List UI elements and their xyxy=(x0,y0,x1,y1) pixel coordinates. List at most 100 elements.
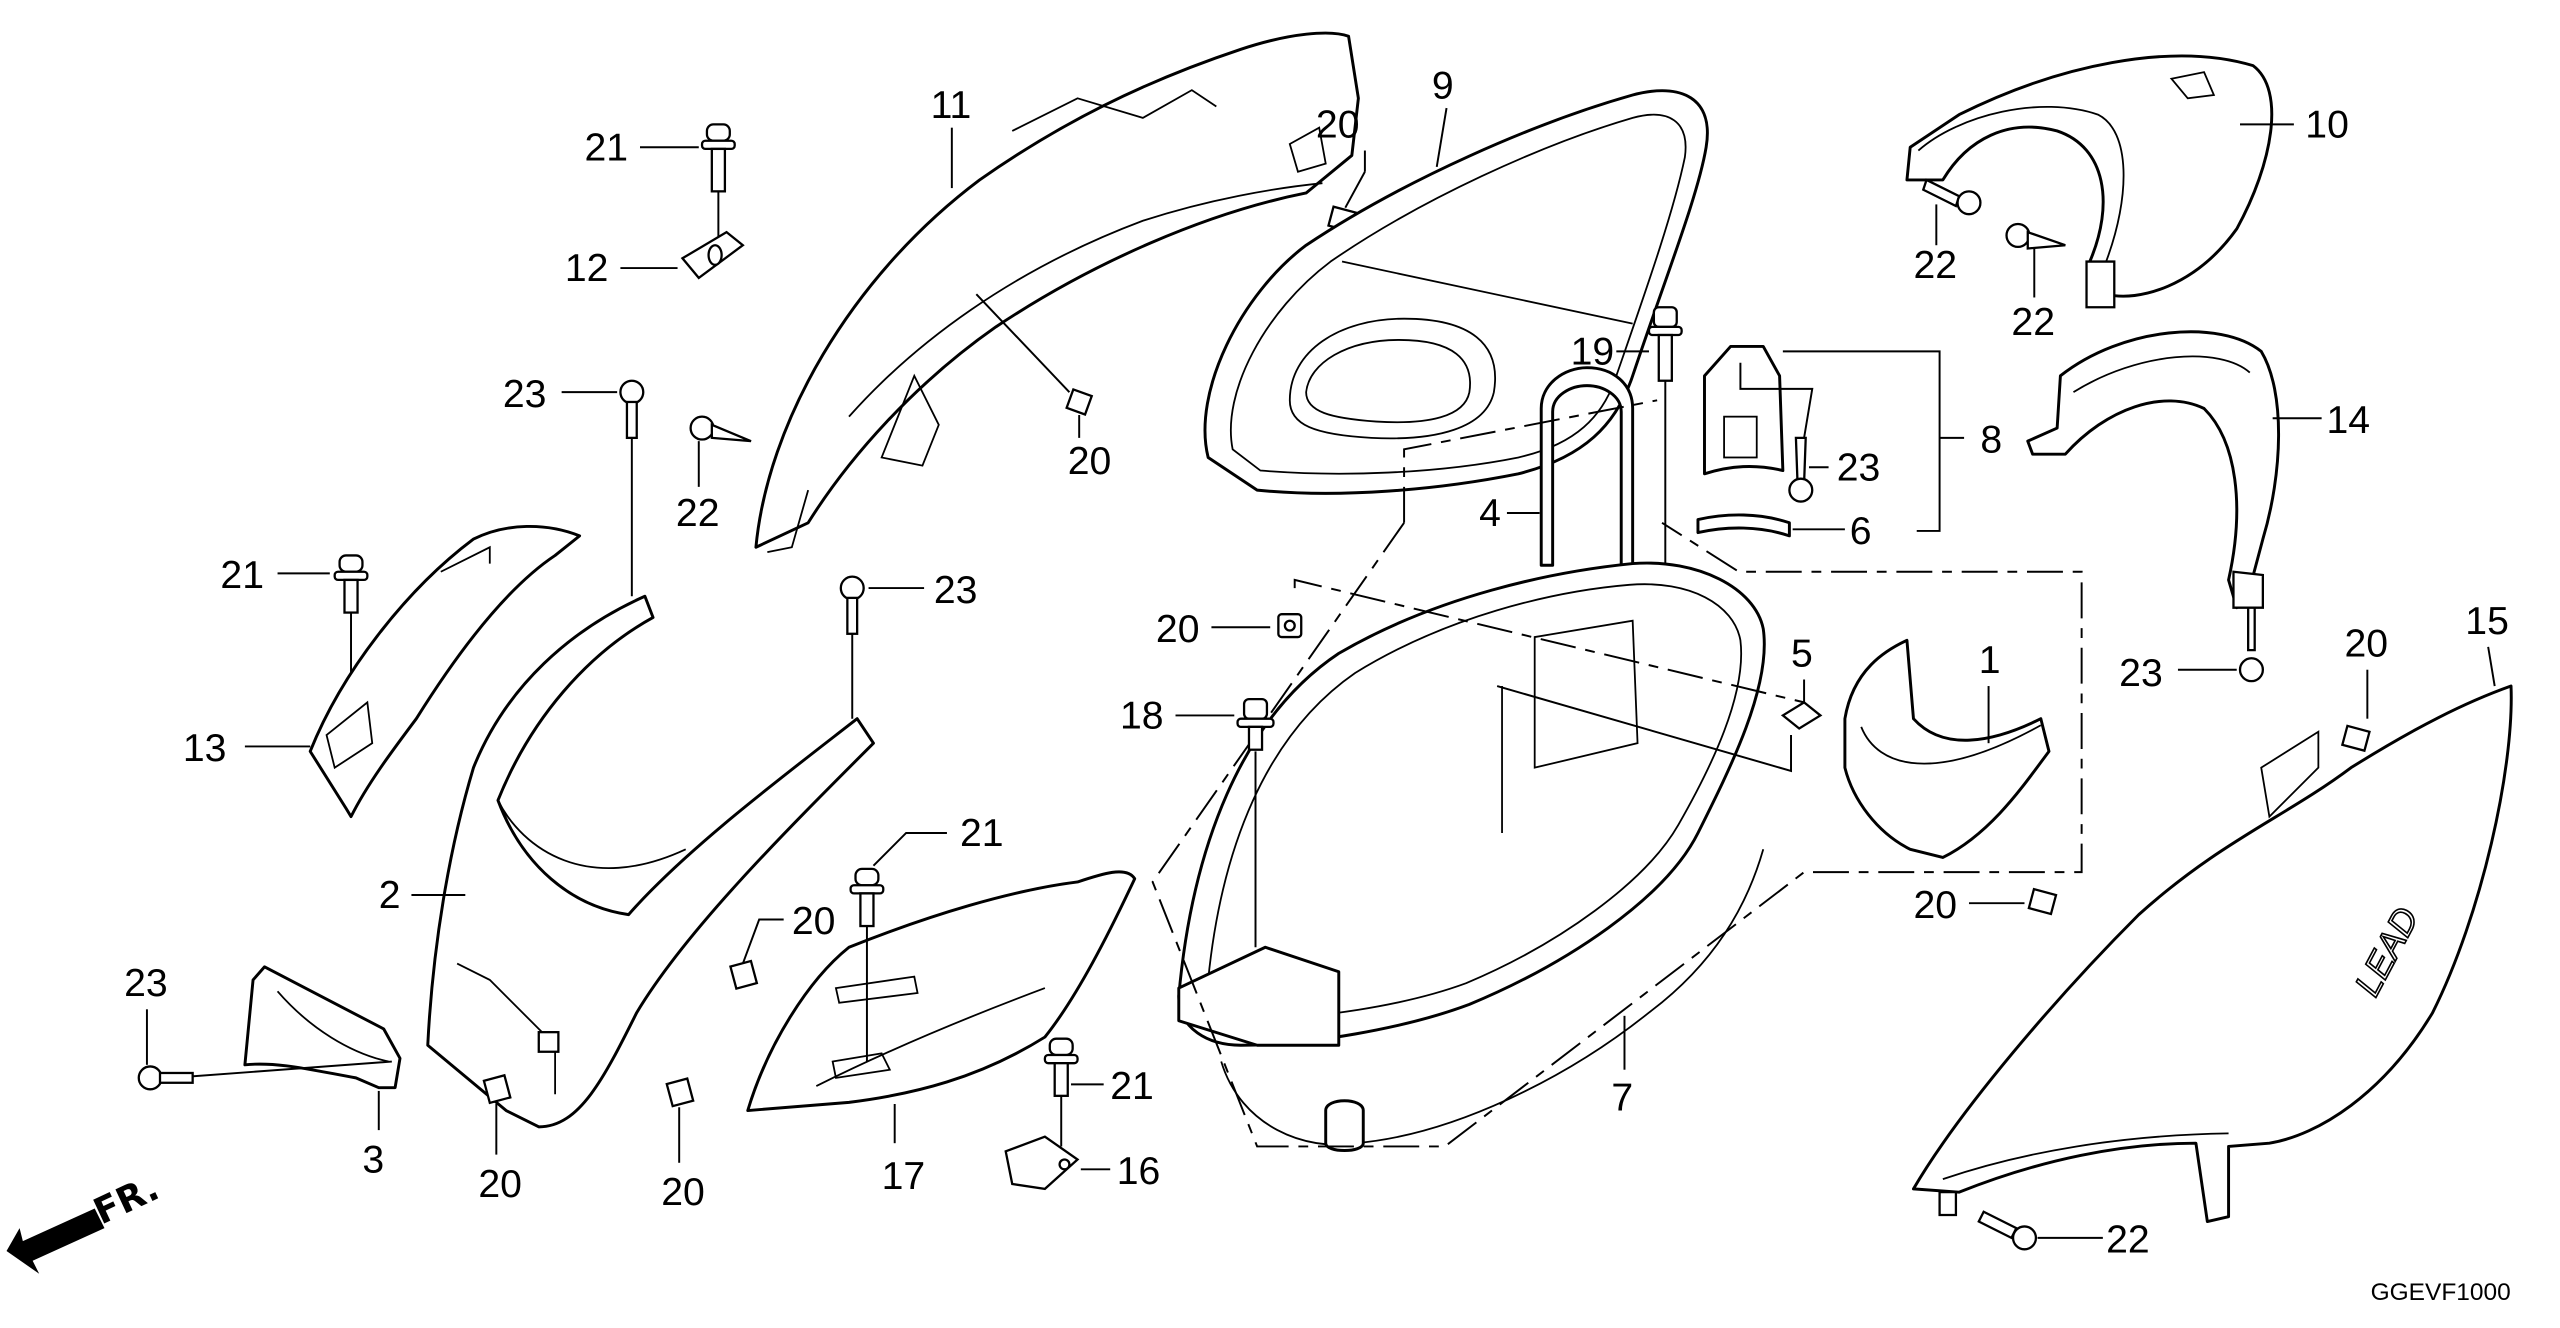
callout-7: 7 xyxy=(1611,1015,1633,1120)
callout-6: 6 xyxy=(1792,510,1872,553)
nut-clip-20-h[interactable] xyxy=(729,959,759,990)
svg-text:13: 13 xyxy=(183,727,227,770)
svg-text:20: 20 xyxy=(1316,103,1360,146)
callout-21-top: 21 xyxy=(584,126,699,169)
svg-text:20: 20 xyxy=(661,1171,705,1214)
callout-21-17: 21 xyxy=(872,812,1004,867)
part-6-seal-strip[interactable] xyxy=(1696,513,1791,538)
callout-13: 13 xyxy=(183,727,311,770)
part-9-seat-base[interactable] xyxy=(1203,89,1709,495)
nut-clip-20-c[interactable] xyxy=(1277,613,1303,639)
part-14-rear-upper-cover[interactable] xyxy=(2026,330,2281,610)
svg-text:21: 21 xyxy=(1110,1065,1154,1108)
callout-14: 14 xyxy=(2272,399,2370,442)
callout-10: 10 xyxy=(2240,103,2349,146)
screw-23-right[interactable] xyxy=(2238,606,2264,683)
svg-text:12: 12 xyxy=(565,247,609,290)
callout-3: 3 xyxy=(171,1060,392,1182)
svg-text:23: 23 xyxy=(1837,446,1881,489)
callout-23-right: 23 xyxy=(2119,652,2237,695)
svg-text:8: 8 xyxy=(1980,419,2002,462)
callout-23-left-top: 23 xyxy=(503,373,618,416)
callout-1: 1 xyxy=(1979,639,2001,744)
callout-22-d: 22 xyxy=(676,441,720,535)
svg-text:18: 18 xyxy=(1120,694,1164,737)
part-17-right-floor-side-cover[interactable] xyxy=(746,870,1137,1112)
screw-22-b[interactable] xyxy=(2005,222,2066,250)
svg-text:17: 17 xyxy=(882,1155,926,1198)
nut-clip-20-d[interactable] xyxy=(2027,887,2058,916)
svg-text:1: 1 xyxy=(1979,639,2001,682)
callout-4: 4 xyxy=(1479,492,1540,535)
callout-5: 5 xyxy=(1496,632,1813,773)
part-15-right-body-cover[interactable]: LEAD xyxy=(1912,684,2513,1224)
svg-text:23: 23 xyxy=(2119,652,2163,695)
nut-clip-20-a[interactable] xyxy=(975,293,1094,416)
callout-12: 12 xyxy=(565,247,678,290)
callout-21-left: 21 xyxy=(220,554,330,597)
svg-text:22: 22 xyxy=(676,492,720,535)
part-3-inner-lid[interactable] xyxy=(243,965,402,1090)
svg-text:19: 19 xyxy=(1571,330,1615,373)
part-5-rubber-pad[interactable] xyxy=(1780,700,1823,730)
callout-20-e: 20 xyxy=(2344,623,2388,719)
callout-21-16: 21 xyxy=(1071,1065,1154,1108)
svg-text:20: 20 xyxy=(792,900,836,943)
callout-9: 9 xyxy=(1432,64,1454,168)
svg-text:20: 20 xyxy=(2344,623,2388,666)
screw-22-a[interactable] xyxy=(1921,178,1982,216)
svg-text:23: 23 xyxy=(124,962,168,1005)
callout-19: 19 xyxy=(1571,330,1649,373)
callout-20-f: 20 xyxy=(478,1104,522,1206)
nut-clip-20-g[interactable] xyxy=(665,1077,695,1108)
clip-16[interactable] xyxy=(1004,1135,1080,1191)
part-10-rear-center-cover[interactable] xyxy=(1905,54,2274,309)
svg-text:20: 20 xyxy=(1068,440,1112,483)
bolt-21-16[interactable] xyxy=(1043,1037,1079,1147)
screw-23-in-8[interactable] xyxy=(1739,362,1814,503)
screw-23-left-bottom[interactable] xyxy=(137,1065,194,1091)
clip-12[interactable] xyxy=(680,230,745,280)
callout-23-in-8: 23 xyxy=(1808,446,1881,489)
callout-20-c: 20 xyxy=(1156,608,1271,651)
part-1-rear-inner-cover[interactable] xyxy=(1843,638,2051,859)
svg-text:22: 22 xyxy=(2106,1219,2150,1262)
part-11-left-body-cover[interactable] xyxy=(754,31,1360,554)
screw-22-c[interactable] xyxy=(1977,1210,2038,1251)
callout-22-b: 22 xyxy=(2011,248,2055,344)
bolt-19[interactable] xyxy=(1647,306,1683,654)
callout-18: 18 xyxy=(1120,694,1235,737)
svg-text:20: 20 xyxy=(1156,608,1200,651)
callout-17: 17 xyxy=(882,1104,926,1198)
part-2-front-inner-cover[interactable] xyxy=(426,594,875,1129)
callout-2: 2 xyxy=(379,874,466,917)
svg-text:10: 10 xyxy=(2305,103,2349,146)
svg-text:15: 15 xyxy=(2465,600,2509,643)
bolt-21-top[interactable] xyxy=(700,123,736,238)
svg-text:16: 16 xyxy=(1117,1150,1161,1193)
part-8-cover[interactable] xyxy=(1703,344,1785,476)
nut-clip-20-e[interactable] xyxy=(2340,724,2371,753)
screw-23-mid[interactable] xyxy=(839,575,865,719)
svg-text:11: 11 xyxy=(931,84,972,127)
nut-clip-20-f[interactable] xyxy=(482,1073,512,1105)
svg-text:21: 21 xyxy=(584,126,628,169)
part-13-left-floor-side-cover[interactable] xyxy=(308,524,582,819)
drawing-code: GGEVF1000 xyxy=(2371,1279,2511,1306)
svg-text:3: 3 xyxy=(362,1139,384,1182)
bolt-18[interactable] xyxy=(1236,697,1275,948)
callout-15: 15 xyxy=(2465,600,2509,687)
front-direction-indicator: FR. xyxy=(6,1168,165,1274)
screw-22-d[interactable] xyxy=(689,415,752,443)
part-7-luggage-box[interactable] xyxy=(1177,561,1766,1152)
screw-23-left-top[interactable] xyxy=(619,379,645,597)
svg-text:23: 23 xyxy=(934,569,978,612)
svg-text:9: 9 xyxy=(1432,64,1454,107)
svg-text:4: 4 xyxy=(1479,492,1501,535)
bolt-21-left[interactable] xyxy=(333,554,369,703)
bolt-21-17[interactable] xyxy=(849,867,885,1062)
svg-text:22: 22 xyxy=(2011,301,2055,344)
svg-text:23: 23 xyxy=(503,373,547,416)
callout-22-c: 22 xyxy=(2037,1219,2150,1262)
